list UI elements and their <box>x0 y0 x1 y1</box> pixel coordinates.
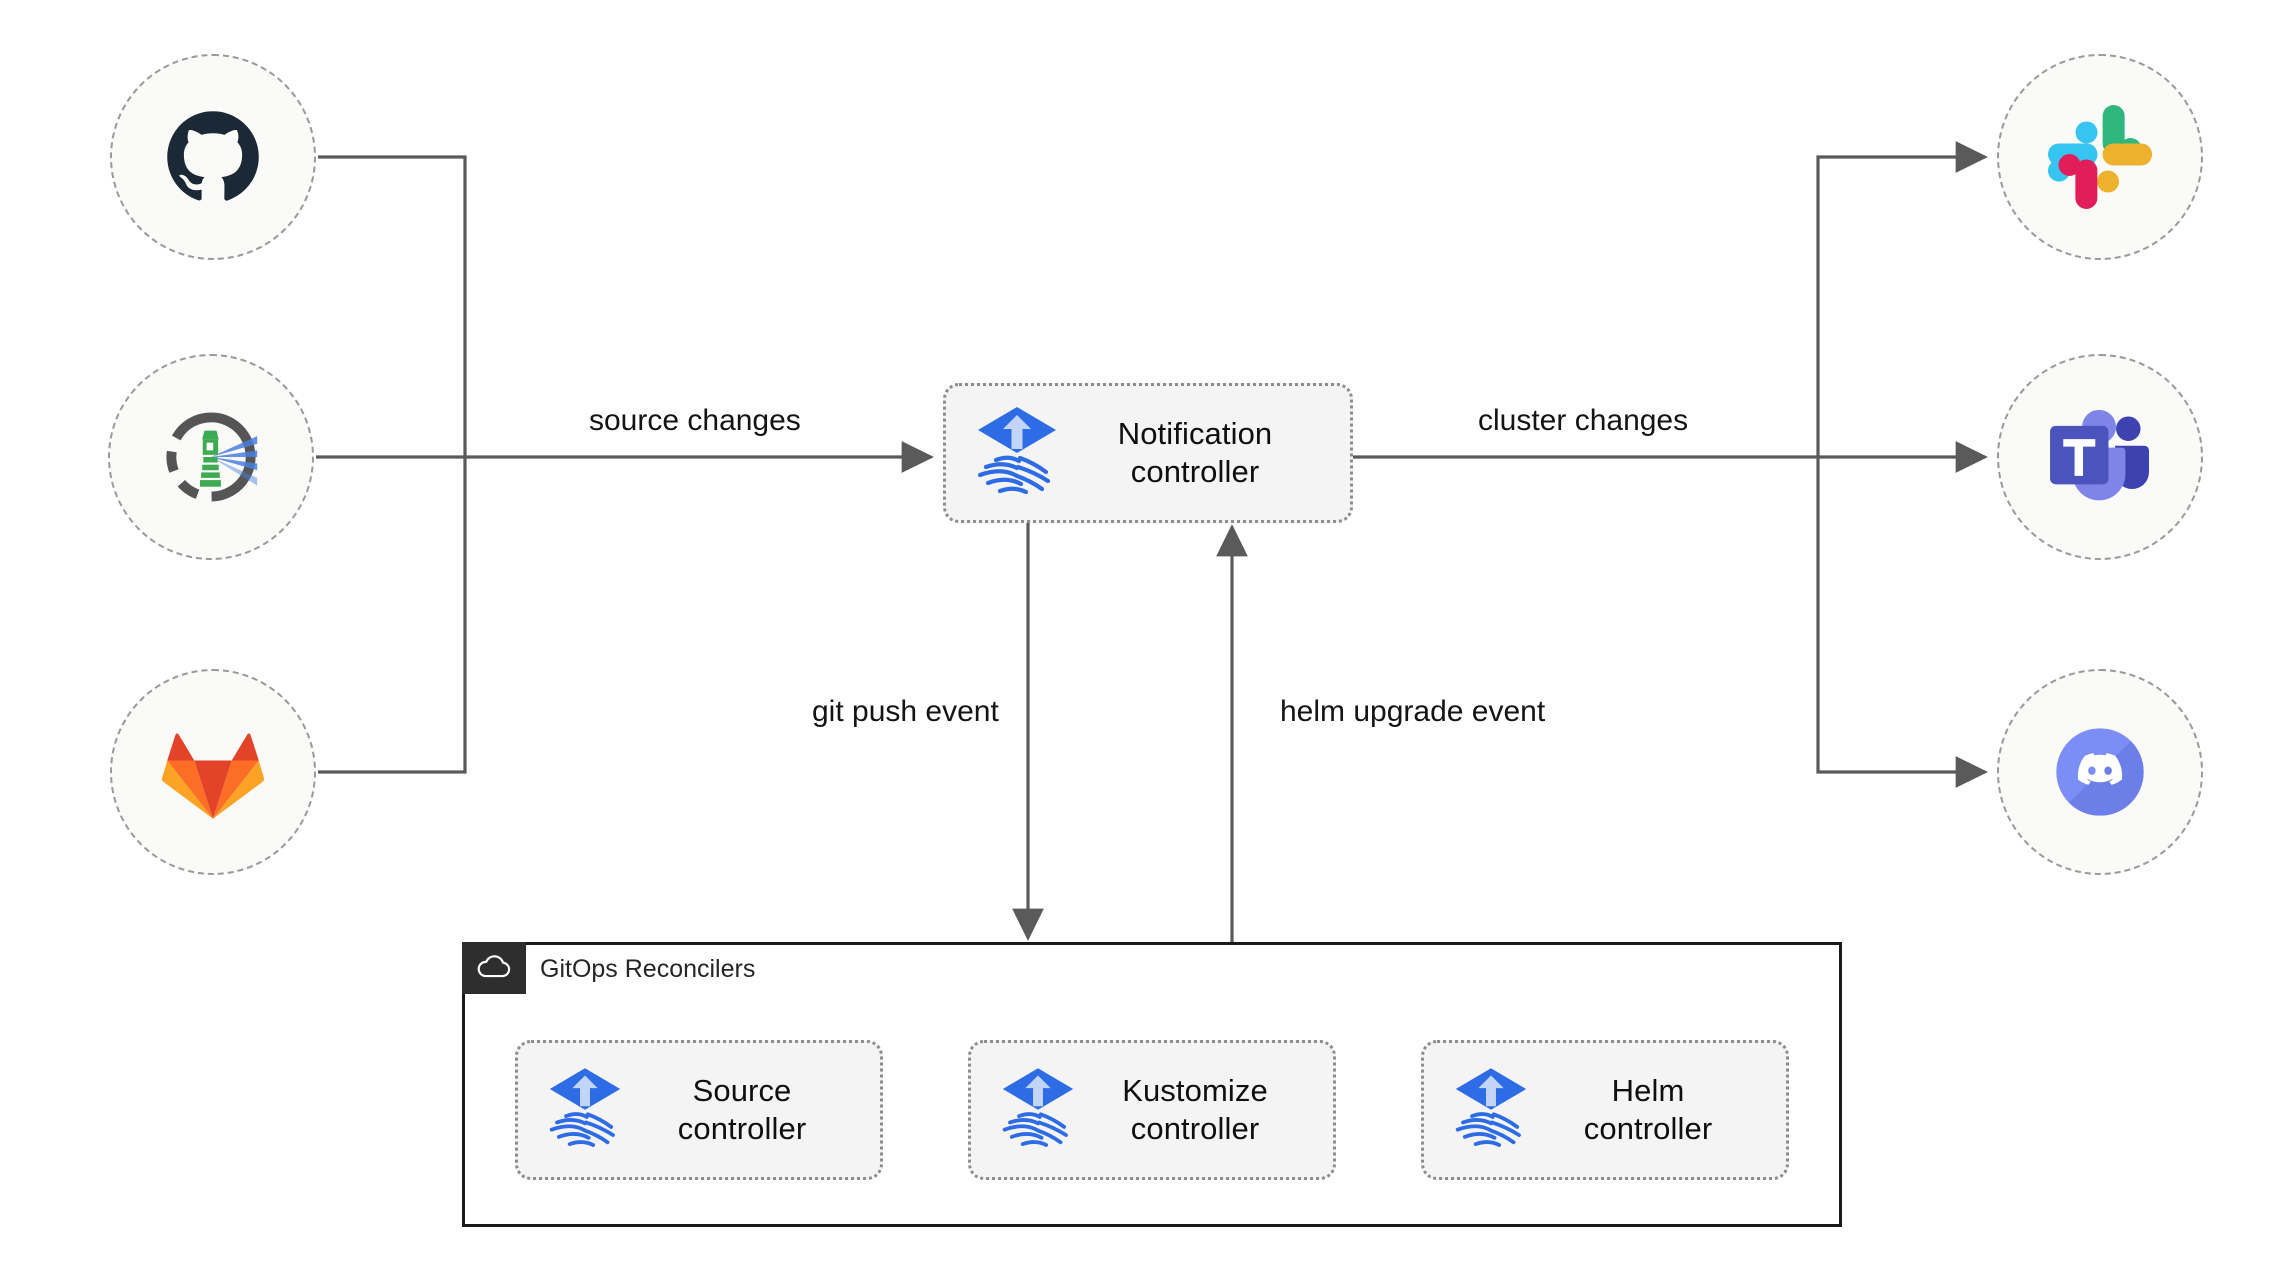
notification-controller-node[interactable]: Notification controller <box>943 383 1353 523</box>
gitops-reconcilers-title: GitOps Reconcilers <box>540 955 756 983</box>
flux-logo-icon <box>1454 1066 1528 1155</box>
source-controller-node[interactable]: Source controller <box>515 1040 883 1180</box>
flux-logo-icon <box>1001 1066 1075 1155</box>
destination-node-discord[interactable] <box>1997 669 2203 875</box>
flux-logo-icon <box>976 405 1058 502</box>
helm-controller-node[interactable]: Helm controller <box>1421 1040 1789 1180</box>
flux-lighthouse-icon <box>166 412 258 502</box>
ms-teams-icon <box>2050 409 2149 501</box>
destination-node-slack[interactable] <box>1997 54 2203 260</box>
wire-gitlab-to-bus <box>318 457 467 774</box>
kustomize-controller-node[interactable]: Kustomize controller <box>968 1040 1336 1180</box>
gitops-reconcilers-group-tab <box>462 942 526 994</box>
source-node-flux[interactable] <box>108 354 314 560</box>
destination-node-teams[interactable] <box>1997 354 2203 560</box>
helm-controller-label: Helm controller <box>1583 1073 1713 1146</box>
edge-label-source-changes: source changes <box>583 404 807 438</box>
cloud-icon <box>477 955 511 978</box>
github-icon <box>167 111 259 201</box>
edge-label-cluster-changes: cluster changes <box>1472 404 1695 438</box>
discord-icon <box>2056 728 2144 816</box>
wire-bus-to-discord <box>1816 457 1988 788</box>
gitlab-icon <box>161 733 265 819</box>
edge-label-git-push-event: git push event <box>806 695 1005 729</box>
slack-icon <box>2048 105 2152 209</box>
wire-bus-to-slack <box>1816 141 1988 457</box>
kustomize-controller-label: Kustomize controller <box>1122 1073 1268 1146</box>
notification-controller-label: Notification controller <box>1117 416 1273 489</box>
edge-label-helm-upgrade-event: helm upgrade event <box>1274 695 1552 729</box>
source-controller-label: Source controller <box>677 1073 807 1146</box>
source-node-gitlab[interactable] <box>110 669 316 875</box>
source-node-github[interactable] <box>110 54 316 260</box>
flux-logo-icon <box>548 1066 622 1155</box>
wire-github-to-bus <box>318 155 467 457</box>
